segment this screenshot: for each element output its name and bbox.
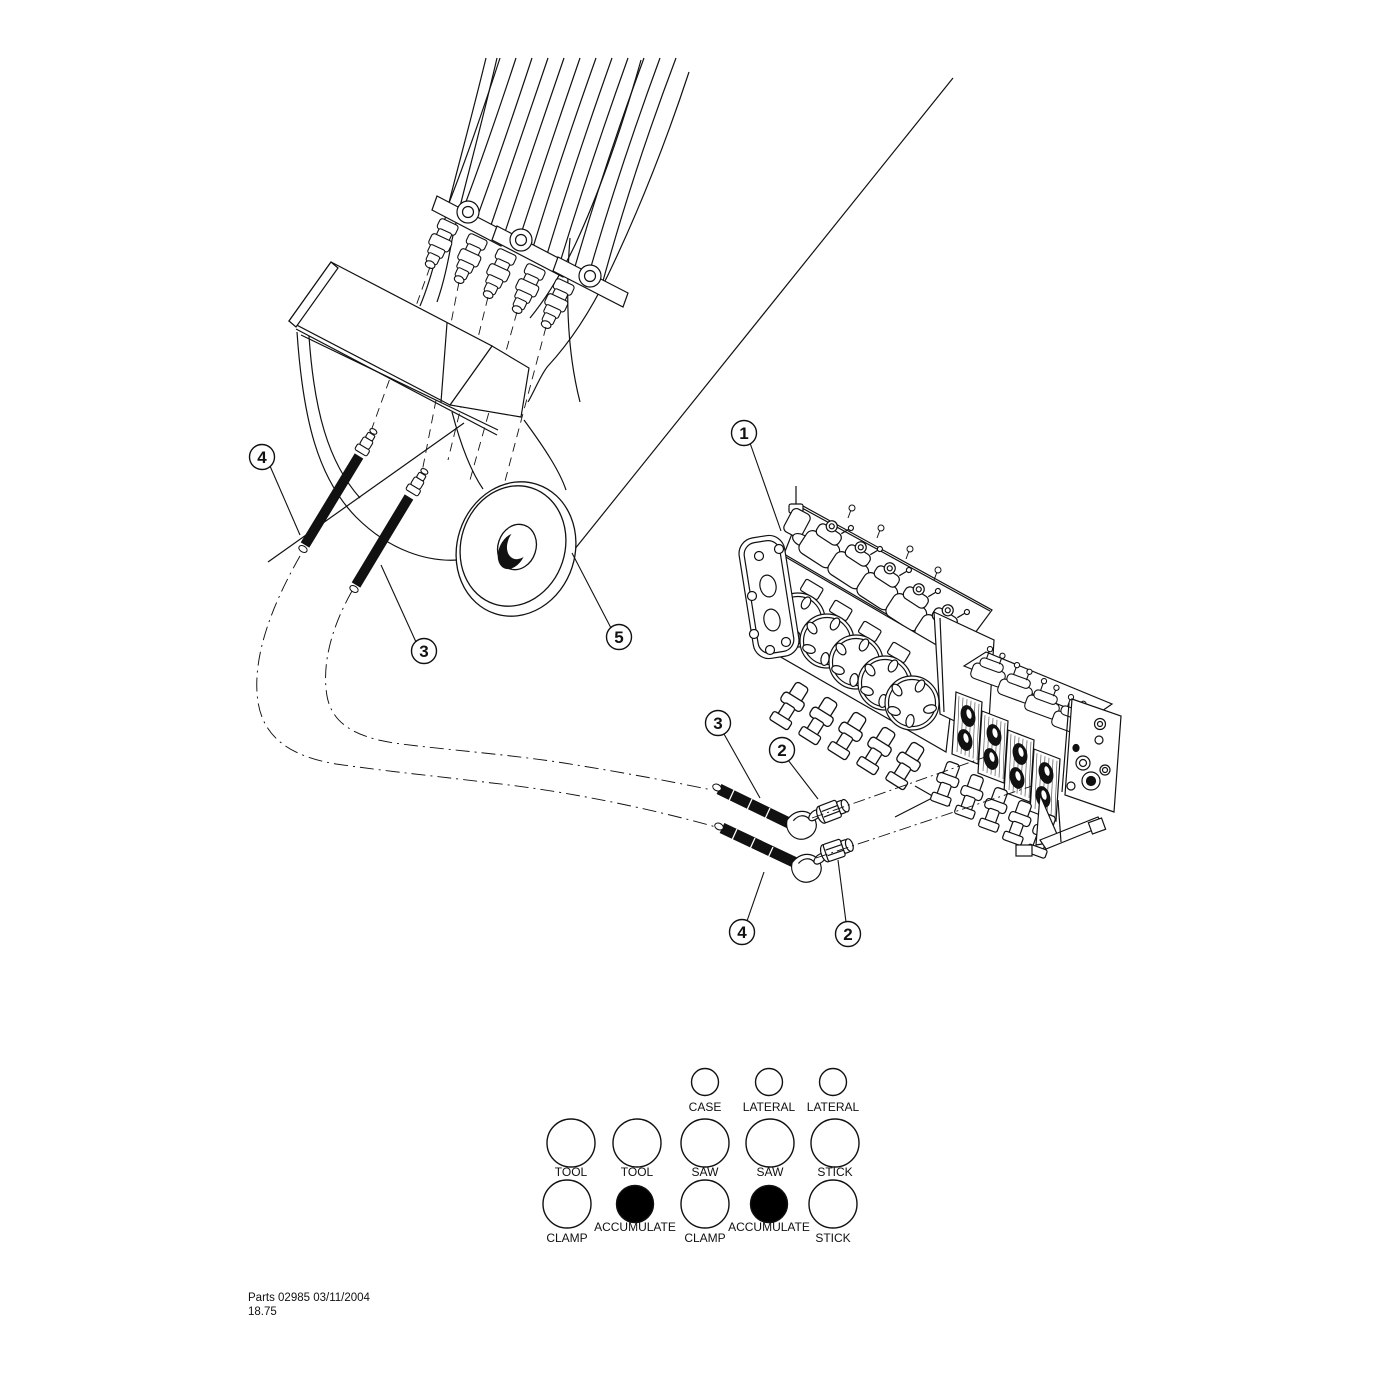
legend-label-clamp-2: CLAMP	[684, 1231, 725, 1245]
hose-item-3-lower	[712, 783, 828, 843]
callout-label: 3	[419, 642, 428, 661]
callout-balloon	[704, 709, 732, 737]
mounting-bracket	[1015, 794, 1107, 857]
valve-bank-secondary	[928, 642, 1122, 860]
legend-circle-tool-2	[612, 1118, 662, 1168]
hose-item-3-upper	[349, 465, 433, 593]
callout-label: 2	[843, 925, 852, 944]
legend-label-tool-2: TOOL	[621, 1165, 654, 1179]
arm-outline-left	[419, 57, 487, 307]
clamp-nut	[578, 264, 602, 288]
callout-balloon	[834, 920, 862, 948]
callout-2-upper: 2	[768, 736, 819, 800]
callout-3-lower: 3	[704, 709, 761, 799]
boom-arm-illustration	[370, 57, 954, 561]
adapter-axis-centerlines	[811, 755, 1033, 859]
boom-edge-line	[565, 77, 954, 561]
hose-routing-centerlines	[256, 555, 717, 828]
callout-balloon	[248, 443, 276, 471]
legend-circle-accumulate-1	[615, 1184, 655, 1224]
arm-outline-right-inner	[529, 59, 642, 319]
boom-band-bracket	[288, 261, 530, 436]
stick-lower-arm	[267, 331, 567, 563]
legend-label-clamp-1: CLAMP	[546, 1231, 587, 1245]
clamp-nut	[456, 200, 480, 224]
callout-balloon	[768, 736, 796, 764]
legend-label-stick-1: STICK	[817, 1165, 852, 1179]
arm-outline-right-bulge	[567, 237, 581, 403]
legend-circle-stick-2	[808, 1179, 858, 1229]
legend-label-stick-2: STICK	[815, 1231, 850, 1245]
pivot-boss	[455, 481, 577, 617]
callout-balloon	[605, 623, 633, 651]
callout-2-lower: 2	[834, 859, 862, 948]
legend-label-saw-1: SAW	[692, 1165, 720, 1179]
tube-clamp-bars	[431, 195, 629, 308]
legend-circle-saw-1	[680, 1118, 730, 1168]
footer-line-1: Parts 02985 03/11/2004	[248, 1292, 371, 1304]
legend-panel: CASE LATERAL LATERAL TOOL TOOL SAW SAW S…	[542, 1067, 860, 1245]
legend-circle-case	[690, 1067, 720, 1097]
hydraulic-tube-bundle	[446, 57, 677, 293]
callout-5: 5	[571, 552, 633, 651]
legend-circle-stick-1	[810, 1118, 860, 1168]
callout-label: 4	[737, 923, 747, 942]
legend-circle-tool-1	[546, 1118, 596, 1168]
legend-label-accumulate-2: ACCUMULATE	[728, 1220, 810, 1234]
callout-label: 4	[257, 448, 267, 467]
callout-4-lower: 4	[728, 871, 765, 946]
legend-label-tool-1: TOOL	[555, 1165, 588, 1179]
hose-item-4-upper	[298, 425, 382, 553]
legend-circle-lateral-2	[818, 1067, 848, 1097]
callout-1: 1	[730, 419, 782, 532]
callout-label: 5	[614, 628, 623, 647]
valve-end-block	[1061, 698, 1122, 813]
legend-circle-saw-2	[745, 1118, 795, 1168]
callout-balloon	[728, 918, 756, 946]
footer-line-2: 18.75	[248, 1306, 277, 1318]
legend-label-case: CASE	[689, 1100, 722, 1114]
callout-label: 1	[739, 424, 748, 443]
legend-label-saw-2: SAW	[757, 1165, 785, 1179]
callout-label: 3	[713, 714, 722, 733]
valve-bank-main	[738, 486, 995, 818]
legend-label-lateral-2: LATERAL	[807, 1100, 860, 1114]
clamp-nut	[509, 228, 533, 252]
legend-circle-clamp-1	[542, 1179, 592, 1229]
routing-centerline-3	[325, 590, 713, 791]
callout-3-upper: 3	[380, 564, 438, 665]
legend-label-lateral-1: LATERAL	[743, 1100, 796, 1114]
callout-4-upper: 4	[248, 443, 301, 536]
callout-balloon	[410, 637, 438, 665]
callouts-layer: 4 3 5 1 3 2 4	[248, 419, 862, 948]
legend-circle-accumulate-2	[749, 1184, 789, 1224]
legend-circle-clamp-2	[680, 1179, 730, 1229]
footer-note: Parts 02985 03/11/2004 18.75	[248, 1292, 371, 1318]
relief-valve-breather	[783, 486, 811, 548]
legend-circle-lateral-1	[754, 1067, 784, 1097]
adapter-fitting-2b	[817, 834, 857, 864]
hose-item-4-lower	[714, 822, 833, 886]
legend-label-accumulate-1: ACCUMULATE	[594, 1220, 676, 1234]
callout-label: 2	[777, 741, 786, 760]
end-flange	[738, 534, 800, 660]
routing-centerline-4	[256, 555, 717, 828]
callout-balloon	[730, 419, 758, 447]
